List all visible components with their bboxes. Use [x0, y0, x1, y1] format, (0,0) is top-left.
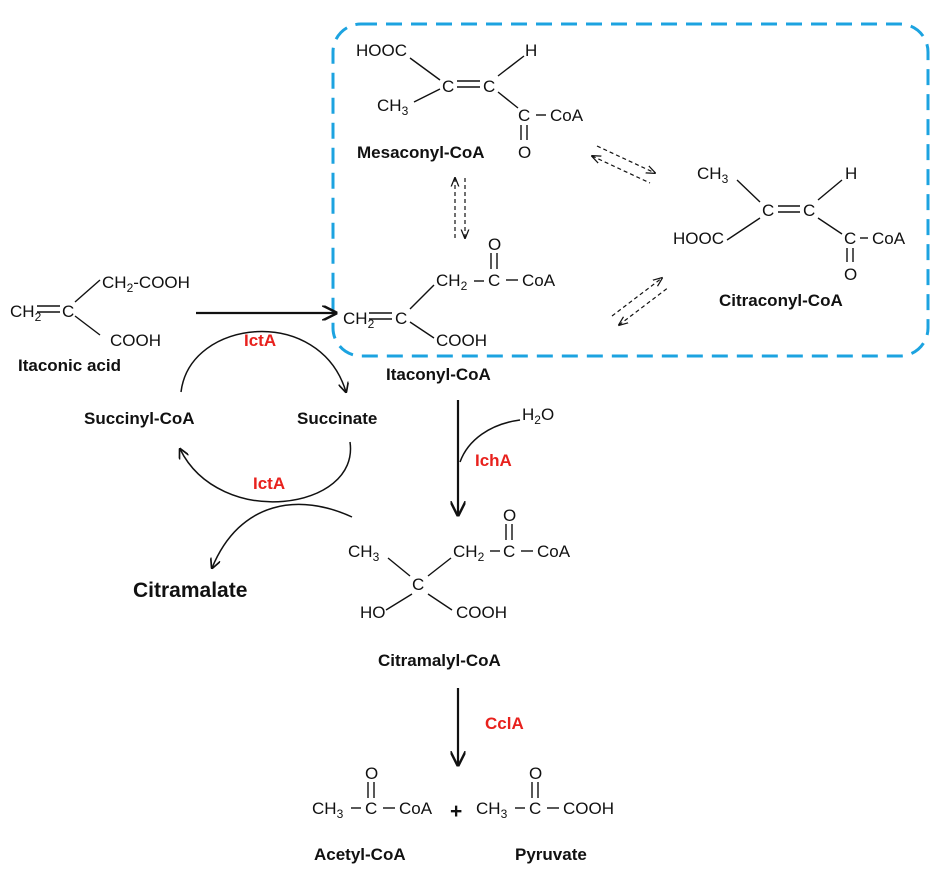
- o-label: O: [844, 265, 857, 284]
- carbonyl-c-label: C: [503, 542, 515, 561]
- c2-label: C: [803, 201, 815, 220]
- carbonyl-c-label: C: [488, 271, 500, 290]
- coa-label: CoA: [537, 542, 571, 561]
- arrow-succinate-to-succinyl: [180, 441, 352, 503]
- ch3-label: CH3: [348, 542, 380, 564]
- h-label: H: [525, 41, 537, 60]
- succinyl-coa-name: Succinyl-CoA: [84, 409, 195, 428]
- itaconic-acid-name: Itaconic acid: [18, 356, 121, 375]
- o-label: O: [488, 235, 501, 254]
- coa-label: CoA: [550, 106, 584, 125]
- acetyl-coa-name: Acetyl-CoA: [314, 845, 406, 864]
- ich-label: IchA: [475, 451, 512, 470]
- c-label: C: [365, 799, 377, 818]
- itaconyl-coa-name: Itaconyl-CoA: [386, 365, 491, 384]
- o-label: O: [503, 506, 516, 525]
- o-label: O: [518, 143, 531, 162]
- ict-top-label: IctA: [244, 331, 276, 350]
- coa-label: CoA: [522, 271, 556, 290]
- pyruvate-structure: CH3 C O COOH: [476, 764, 614, 821]
- cooh-label: COOH: [563, 799, 614, 818]
- h-label: H: [845, 164, 857, 183]
- ch2-cooh-label: CH2-COOH: [102, 273, 190, 295]
- itaconic-acid-structure: CH2 C CH2-COOH COOH: [10, 273, 190, 350]
- ch2-label: CH2: [436, 271, 468, 293]
- ch3-label: CH3: [377, 96, 409, 118]
- succinate-name: Succinate: [297, 409, 377, 428]
- c1-label: C: [442, 77, 454, 96]
- c-label: C: [412, 575, 424, 594]
- arrow-succinyl-to-succinate: [180, 330, 346, 392]
- ch3-label: CH3: [476, 799, 508, 821]
- hooc-label: HOOC: [356, 41, 407, 60]
- ho-label: HO: [360, 603, 386, 622]
- citraconyl-coa-name: Citraconyl-CoA: [719, 291, 843, 310]
- hooc-label: HOOC: [673, 229, 724, 248]
- coa-label: CoA: [399, 799, 433, 818]
- ict-bottom-label: IctA: [253, 474, 285, 493]
- c-label: C: [62, 302, 74, 321]
- c2-label: C: [483, 77, 495, 96]
- c-label: C: [395, 309, 407, 328]
- o-label: O: [529, 764, 542, 783]
- citramalate-name: Citramalate: [133, 579, 247, 602]
- pyruvate-name: Pyruvate: [515, 845, 587, 864]
- carbonyl-c-label: C: [844, 229, 856, 248]
- water-feed-arc: [459, 419, 521, 463]
- o-label: O: [365, 764, 378, 783]
- arrow-to-citramalate: [212, 503, 353, 568]
- equilibrium-mesaconyl-citraconyl: [592, 145, 655, 184]
- acetyl-coa-structure: CH3 C O CoA: [312, 764, 433, 821]
- ch2-label: CH2: [453, 542, 485, 564]
- ch2-base-label: CH2: [343, 309, 375, 331]
- citramalyl-coa-structure: CH3 C CH2 C O CoA HO COOH: [348, 506, 571, 622]
- carbonyl-c-label: C: [518, 106, 530, 125]
- plus-sign: +: [450, 800, 462, 823]
- cooh-label: COOH: [436, 331, 487, 350]
- cooh-label: COOH: [110, 331, 161, 350]
- citraconyl-coa-structure: CH3 HOOC C C H C CoA O: [673, 164, 906, 284]
- equilibrium-mesaconyl-itaconyl: [455, 178, 465, 238]
- mesaconyl-coa-structure: HOOC CH3 C C H C CoA O: [356, 41, 584, 162]
- c-label: C: [529, 799, 541, 818]
- coa-label: CoA: [872, 229, 906, 248]
- c1-label: C: [762, 201, 774, 220]
- ch3-label: CH3: [312, 799, 344, 821]
- equilibrium-itaconyl-citraconyl: [611, 278, 670, 325]
- ccl-label: CclA: [485, 714, 524, 733]
- mesaconyl-coa-name: Mesaconyl-CoA: [357, 143, 485, 162]
- cooh-label: COOH: [456, 603, 507, 622]
- citramalyl-coa-name: Citramalyl-CoA: [378, 651, 501, 670]
- ch3-label: CH3: [697, 164, 729, 186]
- ch2-label: CH2: [10, 302, 42, 324]
- itaconyl-coa-structure: CH2 C CH2 C O CoA COOH: [343, 235, 556, 350]
- water-label: H2O: [522, 405, 554, 427]
